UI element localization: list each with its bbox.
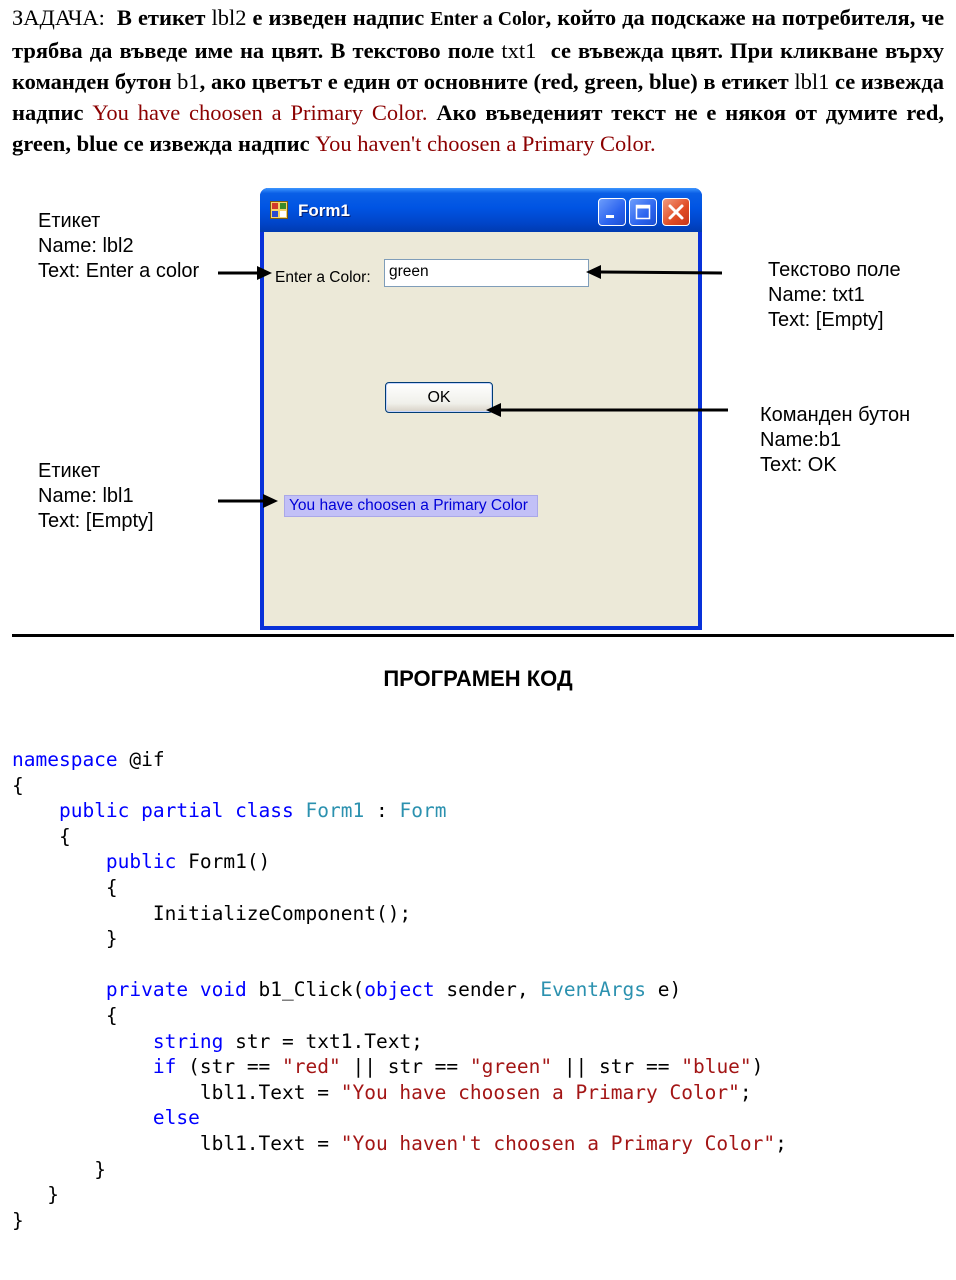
lbl1-label: You have choosen a Primary Color — [284, 495, 538, 517]
code-text: e) — [646, 978, 682, 1002]
code-text: || str == — [340, 1055, 470, 1079]
code-text: lbl1.Text = — [199, 1131, 341, 1155]
code-keyword: namespace — [12, 748, 118, 771]
code-text: { — [105, 875, 118, 899]
annotation-line: Name: lbl1 — [38, 485, 134, 507]
ok-button[interactable]: OK — [385, 382, 493, 413]
code-text: } — [105, 927, 118, 951]
code-text: } — [47, 1183, 59, 1207]
annotation-line: Name: lbl2 — [38, 235, 134, 257]
txt1-textbox[interactable]: green — [384, 259, 589, 287]
annotation-line: Text: [Empty] — [768, 309, 884, 331]
code-text: Form1() — [176, 850, 271, 874]
code-keyword: public partial class — [58, 799, 294, 823]
annotation-line: Етикет — [38, 460, 101, 482]
code-text: } — [12, 1208, 24, 1232]
annotation-line: Text: [Empty] — [38, 510, 154, 532]
code-keyword: string — [152, 1029, 224, 1053]
annotation-line: Text: Enter a color — [38, 260, 200, 282]
code-string: "You haven't choosen a Primary Color" — [340, 1131, 776, 1155]
code-text: (str == — [176, 1055, 283, 1079]
form1-window: Form1 Enter a Color: green OK You have c… — [260, 188, 702, 630]
code-string: "blue" — [681, 1055, 752, 1079]
task-text: , който да подскаже на потребителя, че т… — [12, 5, 945, 63]
section-divider — [12, 634, 954, 637]
code-text: : — [364, 799, 400, 823]
code-text: sender, — [434, 978, 541, 1002]
task-text: Enter a Color — [430, 9, 546, 30]
maximize-button[interactable] — [629, 198, 657, 226]
annotation-line: Етикет — [38, 210, 101, 232]
code-text: { — [105, 1003, 118, 1027]
window-title: Form1 — [298, 201, 350, 220]
code-text: str = txt1.Text; — [223, 1029, 423, 1053]
task-text: е изведен надпис — [252, 5, 425, 30]
code-listing: namespace @if { public partial class For… — [12, 747, 787, 1233]
minimize-button[interactable] — [598, 198, 626, 226]
maximize-icon — [635, 204, 651, 220]
code-text: } — [94, 1157, 106, 1181]
code-string: "green" — [469, 1055, 553, 1079]
code-keyword: else — [152, 1106, 200, 1130]
code-keyword: public — [105, 850, 177, 874]
code-text: @if — [117, 748, 165, 771]
code-keyword: if — [152, 1055, 177, 1079]
task-quote: You haven't choosen a Primary Color. — [315, 131, 656, 156]
section-heading: ПРОГРАМЕН КОД — [383, 666, 573, 691]
task-text: се извежда надпис — [12, 69, 945, 125]
app-icon — [270, 201, 288, 219]
code-text: { — [12, 773, 24, 797]
code-type: Form — [399, 799, 447, 823]
task-quote: You have choosen a Primary Color. — [92, 100, 428, 125]
code-text: ) — [751, 1055, 764, 1079]
code-string: "You have choosen a Primary Color" — [340, 1080, 740, 1104]
task-text: В етикет — [116, 5, 206, 30]
code-string: "red" — [282, 1055, 341, 1079]
code-text: { — [58, 824, 71, 848]
annotation-line: Name:b1 — [760, 429, 842, 451]
code-text: lbl1.Text = — [199, 1080, 341, 1104]
annotation-line: Text: OK — [760, 454, 837, 476]
annotation-lbl1: Етикет Name: lbl1 Text: [Empty] — [38, 459, 154, 534]
annotation-line: Name: txt1 — [768, 284, 865, 306]
task-text: lbl1 — [794, 69, 830, 94]
task-text: lbl2 — [211, 5, 247, 30]
annotation-line: Текстово поле — [768, 259, 901, 281]
code-text: ; — [739, 1080, 752, 1104]
close-icon — [668, 204, 684, 220]
task-text: се въвежда цвят. При кликване върху кома… — [12, 38, 945, 94]
task-text: b1 — [177, 69, 200, 94]
lbl2-label: Enter a Color: — [275, 269, 371, 286]
annotation-line: Команден бутон — [760, 404, 911, 426]
code-type: EventArgs — [540, 978, 647, 1002]
task-text: txt1 — [501, 38, 537, 63]
annotation-txt1: Текстово поле Name: txt1 Text: [Empty] — [768, 258, 901, 333]
code-text: ; — [775, 1131, 787, 1155]
task-text: Ако въведеният текст не е някоя от думит… — [12, 100, 945, 156]
form-client-area: Enter a Color: green OK You have choosen… — [264, 232, 698, 626]
task-prefix: ЗАДАЧА: — [12, 5, 105, 30]
task-text: , ако цветът е един от основните (red, g… — [199, 69, 789, 94]
annotation-b1: Команден бутон Name:b1 Text: OK — [760, 403, 910, 478]
close-button[interactable] — [662, 198, 690, 226]
code-text: || str == — [552, 1055, 682, 1079]
window-titlebar[interactable]: Form1 — [260, 188, 702, 232]
code-text: b1_Click( — [246, 978, 365, 1002]
code-keyword: object — [364, 978, 435, 1002]
code-keyword: private void — [105, 978, 247, 1002]
annotation-lbl2: Етикет Name: lbl2 Text: Enter a color — [38, 209, 199, 284]
minimize-icon — [606, 215, 614, 218]
code-text: InitializeComponent(); — [152, 901, 412, 925]
code-type: Form1 — [305, 799, 365, 823]
task-description: ЗАДАЧА: В етикет lbl2 е изведен надпис E… — [12, 2, 944, 159]
